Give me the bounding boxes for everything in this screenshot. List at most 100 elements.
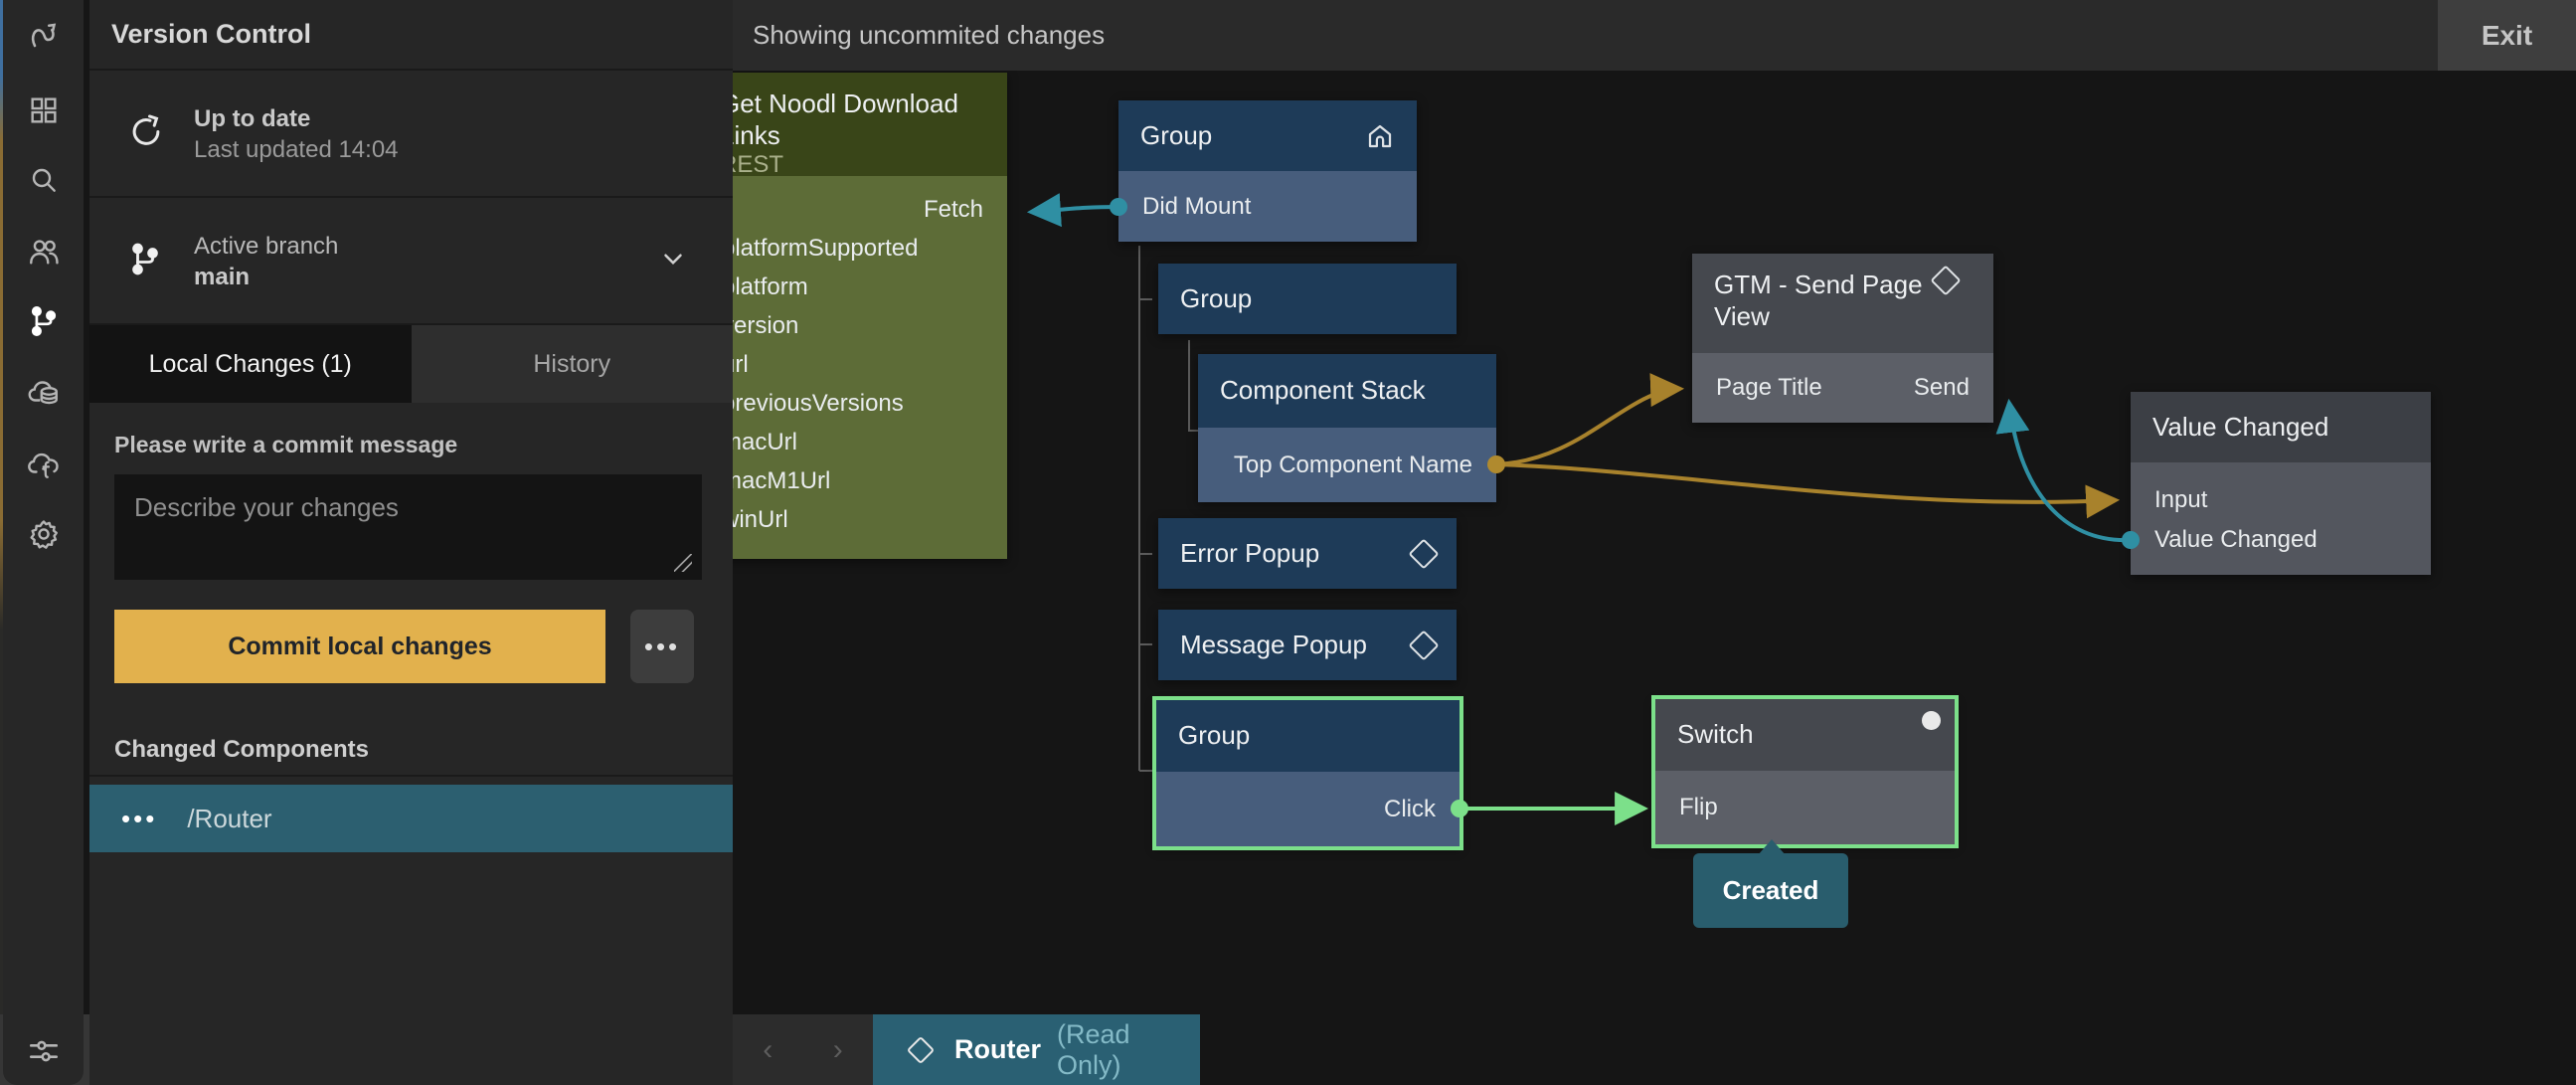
refresh-icon[interactable]	[127, 113, 165, 156]
component-tab-router[interactable]: Router (Read Only)	[873, 1014, 1200, 1085]
port-send[interactable]: Send	[1913, 374, 1970, 401]
wire-topcomponent-pagetitle	[1495, 373, 1685, 466]
component-diamond-icon	[906, 1035, 936, 1064]
row-dots-icon[interactable]: •••	[121, 803, 158, 833]
connection-dot-indicator	[1922, 711, 1941, 730]
port-version[interactable]: version	[733, 311, 799, 339]
branch-icon	[127, 242, 163, 282]
port-page-title[interactable]: Page Title	[1716, 374, 1822, 401]
wire-topcomponent-input	[1495, 462, 2121, 519]
node-title: Group	[1180, 282, 1253, 313]
port-click[interactable]: Click	[1384, 795, 1436, 822]
node-graph-canvas[interactable]: Get Noodl Download LinksRESTFetchplatfor…	[733, 0, 2576, 1085]
active-branch-section[interactable]: Active branch main	[89, 200, 733, 325]
port-platformsupported[interactable]: platformSupported	[733, 234, 919, 262]
sync-status-section[interactable]: Up to date Last updated 14:04	[89, 73, 733, 198]
port-flip[interactable]: Flip	[1679, 794, 1718, 820]
node-subtitle: REST	[733, 151, 784, 179]
canvas-nav-bar: ‹ ›	[733, 1014, 873, 1085]
commit-button[interactable]: Commit local changes	[114, 610, 605, 683]
diamond-icon	[1930, 265, 1962, 296]
node-header[interactable]: Error Popup	[1158, 518, 1457, 589]
node-header[interactable]: Value Changed	[2131, 392, 2431, 462]
sliders-icon[interactable]	[3, 1022, 84, 1080]
port-macm1url[interactable]: macM1Url	[733, 466, 831, 494]
node-header[interactable]: Group	[1156, 700, 1460, 772]
port-fetch[interactable]: Fetch	[923, 195, 983, 223]
node-header[interactable]: Group	[1158, 264, 1457, 334]
search-icon[interactable]	[3, 151, 84, 209]
cloud-database-icon[interactable]	[3, 364, 84, 422]
wire-valuechanged-send	[1995, 398, 2132, 543]
node-title: Message Popup	[1180, 629, 1367, 659]
panel-header: Version Control	[89, 0, 733, 71]
tab-history[interactable]: History	[411, 325, 733, 403]
node-title: Value Changed	[2152, 411, 2329, 442]
node-body: Flip	[1655, 771, 1955, 844]
changed-component-row[interactable]: ••• /Router	[89, 785, 733, 852]
port-previousversions[interactable]: previousVersions	[733, 389, 904, 417]
port-macurl[interactable]: macUrl	[733, 428, 797, 455]
graph-node-error-popup[interactable]: Error Popup	[1158, 518, 1457, 589]
grid-icon[interactable]	[3, 82, 84, 139]
node-title: Group	[1140, 119, 1213, 150]
created-tooltip-label: Created	[1722, 875, 1819, 905]
status-text: Showing uncommited changes	[753, 20, 1106, 50]
node-body: Click	[1156, 772, 1460, 846]
node-title: Error Popup	[1180, 537, 1320, 568]
node-title: Component Stack	[1220, 375, 1426, 406]
nav-forward-button[interactable]: ›	[823, 1033, 853, 1067]
exit-button[interactable]: Exit	[2438, 0, 2576, 71]
graph-node-rest[interactable]: Get Noodl Download LinksRESTFetchplatfor…	[733, 73, 1007, 559]
node-header[interactable]: Message Popup	[1158, 610, 1457, 680]
version-control-panel: Version Control Up to date Last updated …	[89, 0, 733, 1085]
commit-message-input[interactable]	[114, 474, 702, 580]
commit-message-prompt: Please write a commit message	[114, 432, 458, 457]
sync-status-subtitle: Last updated 14:04	[194, 136, 399, 163]
port-top-component-name[interactable]: Top Component Name	[1233, 451, 1472, 478]
wire-didmount-fetch	[1026, 193, 1119, 228]
more-options-button[interactable]: •••	[630, 610, 694, 683]
chevron-down-icon[interactable]	[658, 245, 688, 279]
diamond-icon	[1408, 537, 1440, 570]
node-header[interactable]: Get Noodl Download LinksREST	[733, 73, 1007, 178]
node-header[interactable]: Group	[1118, 100, 1417, 171]
nav-back-button[interactable]: ‹	[753, 1033, 782, 1067]
node-header[interactable]: Switch	[1655, 699, 1955, 771]
port-did-mount[interactable]: Did Mount	[1142, 192, 1252, 220]
graph-node-group-2[interactable]: Group	[1158, 264, 1457, 334]
icon-rail	[3, 0, 84, 1085]
port-value-changed[interactable]: Value Changed	[2154, 526, 2318, 553]
node-title: Switch	[1677, 719, 1754, 750]
graph-node-message-popup[interactable]: Message Popup	[1158, 610, 1457, 680]
node-header[interactable]: Component Stack	[1198, 354, 1496, 428]
readonly-badge: (Read Only)	[1057, 1018, 1130, 1080]
git-branch-icon[interactable]	[3, 292, 84, 350]
cloud-functions-icon[interactable]	[3, 436, 84, 493]
settings-gear-icon[interactable]	[3, 505, 84, 563]
port-platform[interactable]: platform	[733, 272, 808, 300]
tab-local-changes[interactable]: Local Changes (1)	[89, 325, 412, 403]
node-header[interactable]: GTM - Send Page View	[1692, 254, 1993, 353]
port-url[interactable]: url	[733, 350, 749, 378]
panel-tabs: Local Changes (1) History	[89, 325, 733, 403]
active-branch-label: Active branch	[194, 232, 339, 260]
users-icon[interactable]	[3, 223, 84, 280]
node-body: Page Title Send	[1692, 353, 1993, 423]
port-input[interactable]: Input	[2154, 486, 2208, 513]
canvas-topbar: Showing uncommited changes Exit	[733, 0, 2576, 71]
home-icon	[1365, 121, 1395, 151]
port-winurl[interactable]: winUrl	[733, 505, 788, 533]
changed-components-heading: Changed Components	[114, 736, 369, 763]
diamond-icon	[1408, 629, 1440, 661]
noodl-logo-icon[interactable]	[3, 8, 84, 66]
